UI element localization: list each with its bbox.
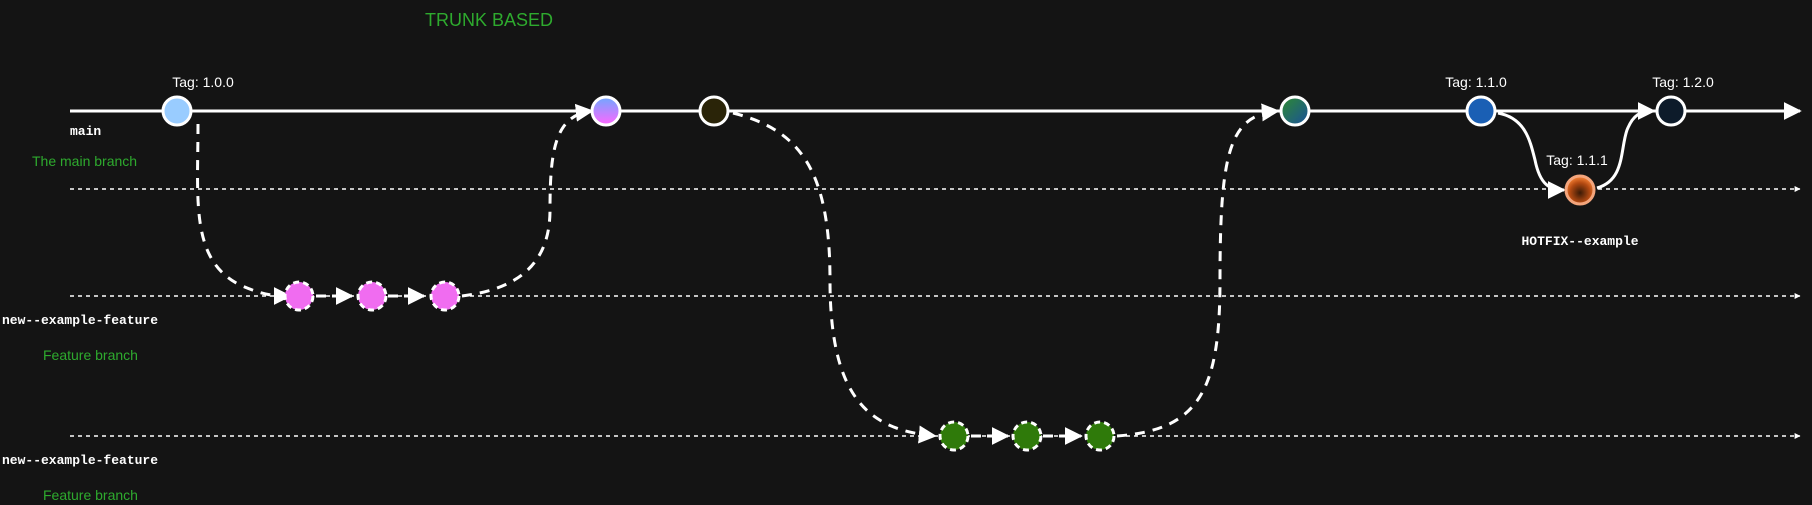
commit-main-4[interactable] (1279, 95, 1311, 127)
branch-name-feature-1: new--example-feature (2, 313, 158, 328)
branch-off-hotfix (1497, 111, 1566, 199)
commit-hotfix-1[interactable] (1564, 174, 1596, 206)
commit-feature-1-2[interactable] (356, 280, 388, 312)
commit-main-3[interactable] (698, 95, 730, 127)
commit-main-2[interactable] (590, 95, 622, 127)
commit-main-1[interactable] (161, 95, 193, 127)
branch-description-feature-2: Feature branch (43, 487, 138, 503)
commit-feature-1-1[interactable] (283, 280, 315, 312)
diagram-title: TRUNK BASED (425, 10, 553, 30)
commit-feature-1-3[interactable] (429, 280, 461, 312)
branch-off-feature-1 (196, 123, 292, 305)
commit-feature-2-3[interactable] (1084, 420, 1116, 452)
tag-label-1-0-0: Tag: 1.0.0 (172, 74, 234, 90)
branch-name-main: main (70, 124, 101, 139)
branch-off-feature-2 (732, 111, 937, 444)
merge-feature-2-to-main (1116, 103, 1280, 438)
commit-feature-2-1[interactable] (938, 420, 970, 452)
merge-feature-1-to-main (461, 103, 594, 298)
tag-label-1-1-0: Tag: 1.1.0 (1445, 74, 1507, 90)
commit-main-5[interactable] (1465, 95, 1497, 127)
branch-description-main: The main branch (32, 153, 137, 169)
commit-main-6[interactable] (1655, 95, 1687, 127)
branch-name-hotfix: HOTFIX--example (1521, 234, 1638, 249)
tag-label-1-1-1: Tag: 1.1.1 (1546, 152, 1608, 168)
branch-name-feature-2: new--example-feature (2, 453, 158, 468)
merge-hotfix-to-main (1596, 102, 1656, 190)
tag-label-1-2-0: Tag: 1.2.0 (1652, 74, 1714, 90)
branch-description-feature-1: Feature branch (43, 347, 138, 363)
commit-feature-2-2[interactable] (1011, 420, 1043, 452)
